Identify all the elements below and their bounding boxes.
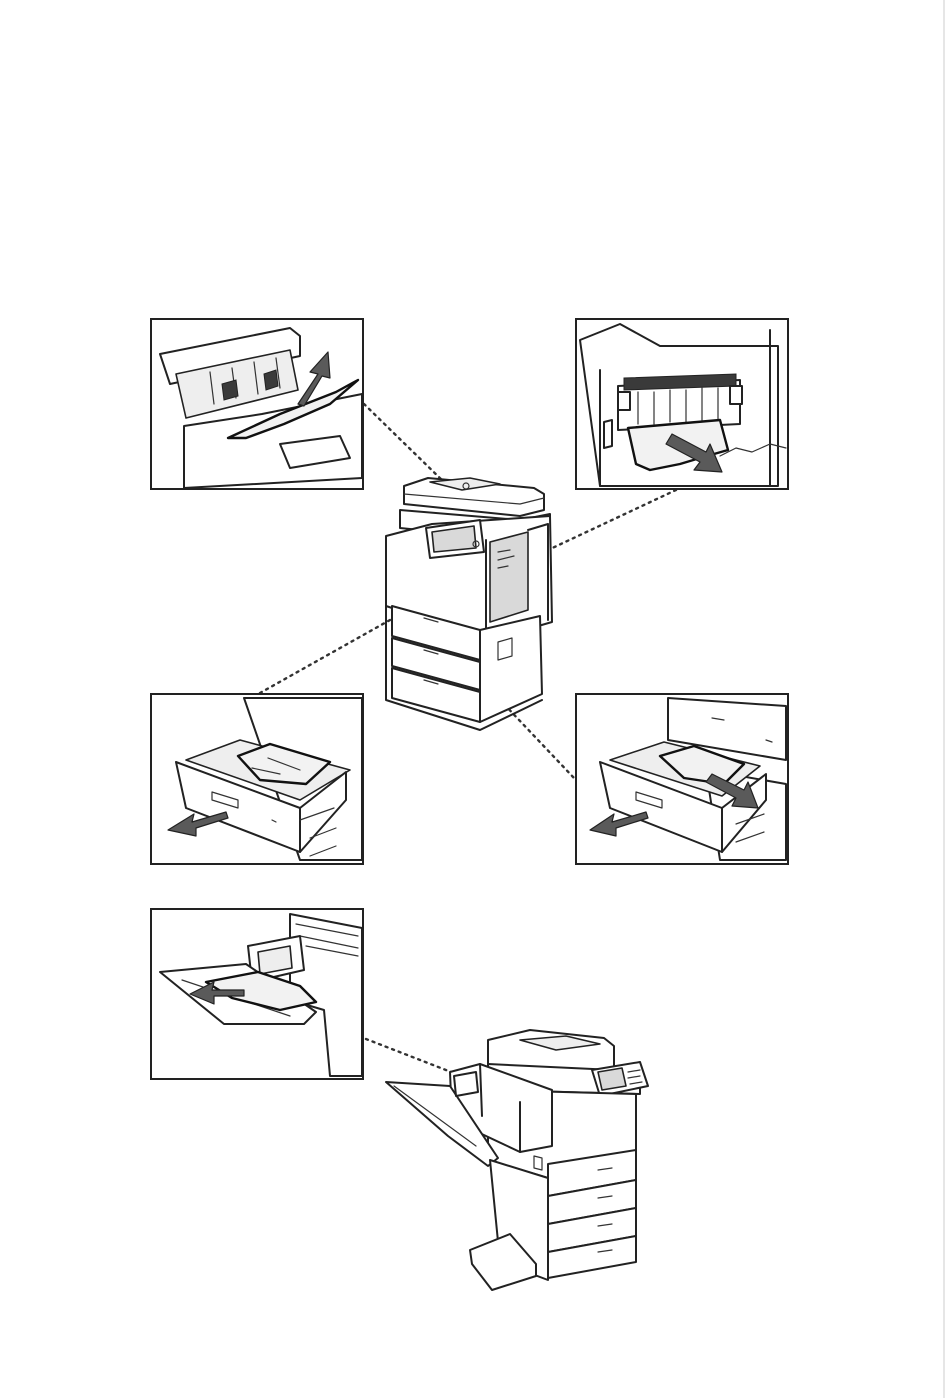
leader-line-tray-1 (260, 620, 390, 693)
callout-tray-1 (151, 694, 363, 864)
fuser-jam-icon (580, 324, 786, 486)
callout-finisher-tray (151, 909, 363, 1079)
callout-tray-2 (576, 694, 788, 864)
callout-fuser (576, 319, 788, 489)
callout-document-feeder (151, 319, 363, 489)
leader-line-feeder (364, 404, 446, 484)
multifunction-printer-icon (386, 478, 552, 730)
printer-with-finisher-icon (386, 1030, 648, 1290)
